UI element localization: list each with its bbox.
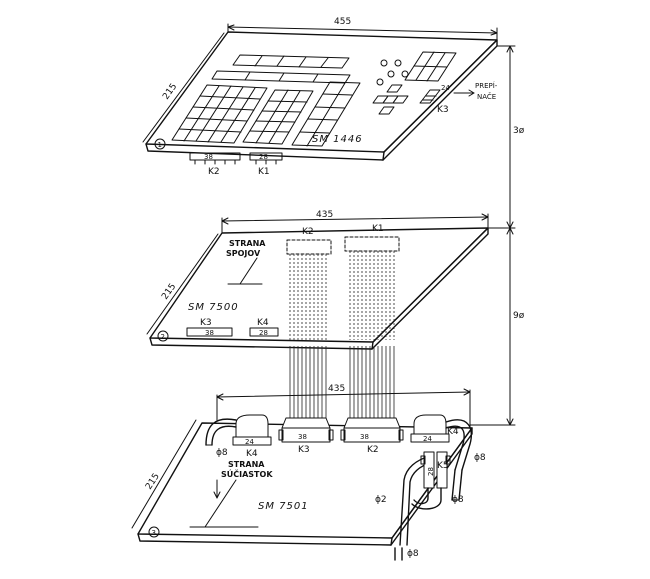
board-2-width-value: 435	[316, 210, 333, 220]
board-3-name: SM 7501	[258, 501, 309, 512]
board-2-edge-right	[371, 227, 489, 350]
board-1-edge-front	[145, 143, 385, 161]
board-2-connector-k3: 38 K3	[186, 318, 233, 337]
phi8-right-label: ϕ8	[474, 453, 486, 463]
board-2-connector-k1: K1	[344, 224, 400, 252]
board-3-connector-k4-left: 24 K4 ϕ8	[205, 414, 272, 459]
board-3-k4-left-pins: 24	[245, 438, 254, 446]
board-1-function-keys	[211, 54, 351, 84]
board-2-side-label-line1: STRANA	[229, 239, 266, 248]
switch-label-line1: PREPÍ-	[475, 81, 498, 90]
board-1-connector-k1: 28 K1	[249, 152, 283, 177]
board-1-width-dimension: 455	[227, 17, 498, 41]
board-1-keyboard-grid-left	[171, 84, 268, 144]
board-1-cursor-keys	[372, 84, 409, 115]
k3-pin-count: 24	[441, 84, 450, 92]
board-3-side-label-line2: SÚČIASTOK	[221, 468, 273, 479]
board-3-k2-label: K2	[367, 445, 379, 455]
board-3-width-dimension: 435	[216, 384, 471, 429]
board-2-k1-label: K1	[372, 224, 384, 234]
k3-label: K3	[437, 105, 449, 115]
board-1-number-circle	[154, 138, 166, 150]
board-3: 435 215 STRANA SÚČIASTOK SM 7501 3 38 K3	[131, 384, 486, 561]
board-1-depth-value: 215	[161, 82, 179, 102]
board-3-connector-k5: 28 K5 ϕ8 ϕ2 ϕ8	[375, 451, 464, 561]
board-1-edge-right	[382, 39, 498, 161]
board-1-indicator-lamps	[376, 59, 409, 86]
board-2-connector-k2: K2	[286, 227, 332, 255]
phi2-label: ϕ2	[375, 495, 387, 505]
board-2-k3-label: K3	[200, 318, 212, 328]
board-1-connector-k3: 24 K3 PREPÍ- NAČE	[419, 81, 498, 115]
board-3-edge-front	[137, 533, 393, 546]
board-2-number: 2	[161, 333, 165, 341]
k2-pin-count: 38	[204, 153, 213, 161]
board-3-connector-k3: 38 K3	[278, 417, 334, 455]
ribbon-cable-k3-k2	[289, 254, 327, 418]
board-3-number-circle	[148, 526, 160, 538]
board-3-k3-label: K3	[298, 445, 310, 455]
board-1-name: SM 1446	[312, 134, 363, 145]
board-3-k4-right-pins: 24	[423, 435, 432, 443]
switch-label-line2: NAČE	[477, 92, 496, 101]
board-2-edge-front	[149, 337, 374, 350]
board-2-name: SM 7500	[188, 302, 239, 313]
board-2-number-circle	[157, 330, 169, 342]
board-2-k3-pins: 38	[205, 329, 214, 337]
board-3-k3-pins: 38	[298, 433, 307, 441]
gap-top-value: 3ø	[513, 126, 525, 136]
board-1-keyboard-grid-middle	[242, 89, 314, 145]
gap-bottom-value: 9ø	[513, 311, 525, 321]
k2-label: K2	[208, 167, 220, 177]
board-1-keypad-upper-right	[404, 51, 457, 82]
board-2-depth-value: 215	[160, 282, 178, 302]
board-1-keyboard-grid-right	[291, 81, 361, 147]
vertical-spacing-dimensions: 3ø 9ø	[469, 45, 525, 426]
board-3-number: 3	[152, 529, 156, 537]
board-2-side-label-line2: SPOJOV	[226, 249, 261, 258]
board-3-k4-right-label: K4	[447, 427, 459, 437]
board-3-k5-label: K5	[437, 461, 449, 471]
k1-pin-count: 28	[259, 153, 268, 161]
board-2-connector-k4: 28 K4	[249, 318, 279, 337]
k1-label: K1	[258, 167, 270, 177]
phi8-left-label: ϕ8	[216, 448, 228, 458]
board-2-k4-label: K4	[257, 318, 269, 328]
ribbon-cable-k1-k2	[349, 251, 395, 418]
board-1-connector-k2: 38 K2	[189, 152, 241, 177]
board-3-connector-k4-right: 24 K4 ϕ8	[410, 414, 486, 471]
board-1-width-value: 455	[334, 17, 351, 27]
board-2-k2-label: K2	[302, 227, 314, 237]
board-3-k2-pins: 38	[360, 433, 369, 441]
board-1: 24 K3 PREPÍ- NAČE SM 1446 1 38 K2 28 K1	[142, 17, 498, 177]
board-2-k4-pins: 28	[259, 329, 268, 337]
board-2: STRANA SPOJOV SM 7500 2 38 K3 28 K4 K2 K…	[146, 210, 489, 350]
board-3-k4-left-label: K4	[246, 449, 258, 459]
phi8-bottom-label: ϕ8	[407, 549, 419, 559]
board-2-width-dimension: 435	[221, 210, 489, 234]
board-1-number: 1	[158, 141, 162, 149]
board-3-side-label-line1: STRANA	[228, 460, 265, 469]
phi8-mid-label: ϕ8	[452, 495, 464, 505]
board-3-connector-k2: 38 K2	[340, 417, 404, 455]
board-3-k5-pins: 28	[427, 467, 435, 476]
board-3-width-value: 435	[328, 384, 345, 394]
